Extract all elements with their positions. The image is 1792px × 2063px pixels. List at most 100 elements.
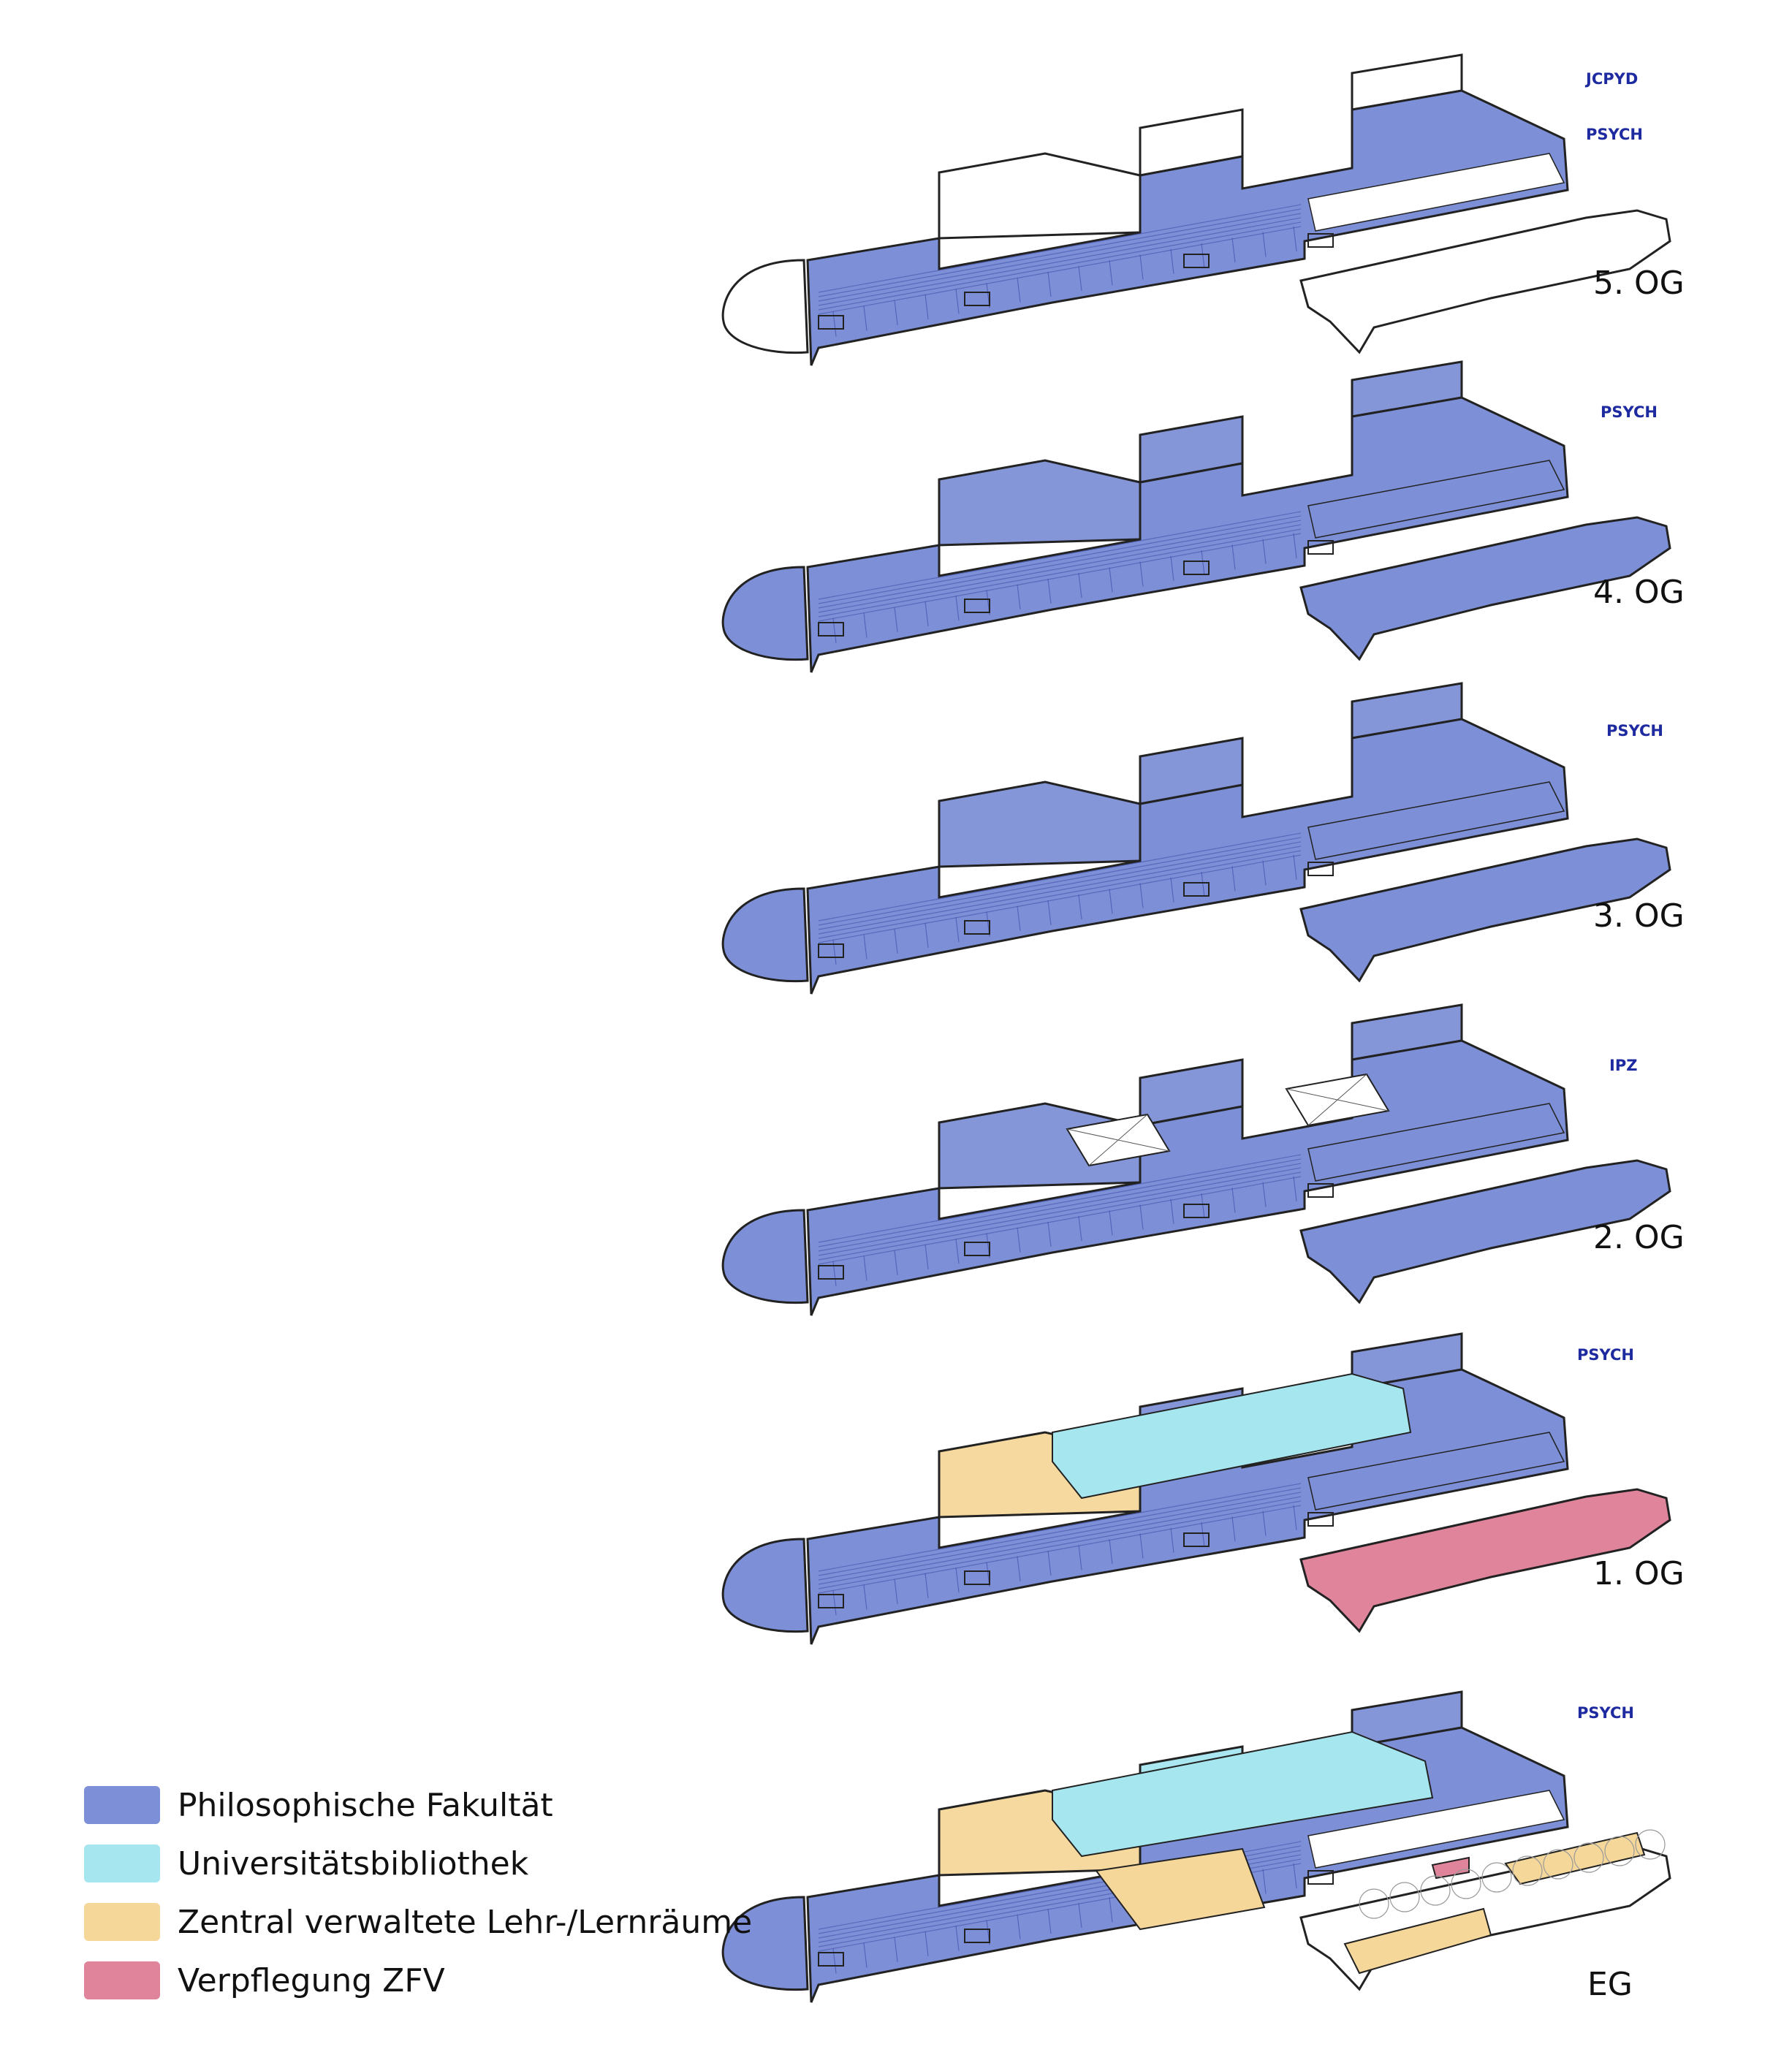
lecture-zone-east-eg <box>1343 1907 1492 1975</box>
room-divider-5-1518 <box>1109 260 1113 286</box>
room-divider-3-1518 <box>1109 889 1113 914</box>
room-divider-2-1644 <box>1201 1193 1205 1219</box>
skylight-x2-1 <box>1307 1074 1367 1126</box>
room-divider-0-1224 <box>894 1937 898 1962</box>
stair-1-0 <box>818 1594 844 1608</box>
room-divider-2-1476 <box>1078 1216 1082 1242</box>
corridor-line-2-5 <box>818 1176 1302 1265</box>
stair-0-3 <box>1307 1870 1334 1885</box>
floor-label-3og: 3. OG <box>1593 897 1685 935</box>
dept-tag-eg: PSYCH <box>1577 1704 1634 1722</box>
floor-label-4og: 4. OG <box>1593 574 1685 611</box>
tree-5 <box>1512 1855 1543 1886</box>
corridor-line-3-3 <box>818 846 1302 935</box>
stair-0-1 <box>964 1929 990 1943</box>
corridor-line-5-5 <box>818 226 1302 315</box>
room-divider-0-1182 <box>863 1942 867 1968</box>
room-divider-1-1308 <box>955 1568 960 1593</box>
atrium-1 <box>1307 1432 1565 1511</box>
corridor-line-2-4 <box>818 1171 1302 1261</box>
wing-5-0 <box>938 152 1142 240</box>
floor-label-5og: 5. OG <box>1593 265 1685 302</box>
stair-3-1 <box>964 920 990 935</box>
room-divider-1-1182 <box>863 1584 867 1610</box>
corridor-line-3-5 <box>818 854 1302 943</box>
tree-9 <box>1635 1829 1666 1860</box>
floor-1 <box>721 1332 1671 1645</box>
east-wing-1 <box>1299 1488 1671 1633</box>
corridor-line-5-1 <box>818 208 1302 297</box>
legend-label: Zentral verwaltete Lehr-/Lernräume <box>178 1903 753 1941</box>
main-band-4 <box>806 396 1569 673</box>
corridor-line-1-3 <box>818 1496 1302 1585</box>
room-divider-2-1728 <box>1262 1182 1267 1207</box>
wing-3-0 <box>938 780 1142 868</box>
corridor-line-2-1 <box>818 1158 1302 1247</box>
stair-1-2 <box>1183 1532 1210 1547</box>
room-divider-3-1686 <box>1231 866 1236 892</box>
legend: Philosophische Fakultät Universitätsbibl… <box>84 1776 752 2010</box>
atrium-0 <box>1307 1790 1565 1869</box>
stair-2-1 <box>964 1242 990 1256</box>
corridor-line-1-0 <box>818 1483 1302 1572</box>
stair-0-0 <box>818 1952 844 1967</box>
stair-4-2 <box>1183 561 1210 575</box>
room-divider-3-1476 <box>1078 894 1082 920</box>
room-divider-5-1308 <box>955 289 960 314</box>
legend-label: Verpflegung ZFV <box>178 1961 445 1999</box>
legend-item-lehr: Zentral verwaltete Lehr-/Lernräume <box>84 1893 752 1951</box>
room-divider-5-1266 <box>925 294 929 320</box>
stair-2-3 <box>1307 1183 1334 1198</box>
room-divider-5-1770 <box>1293 226 1297 251</box>
stair-2-0 <box>818 1265 844 1280</box>
room-divider-5-1476 <box>1078 266 1082 292</box>
room-divider-4-1644 <box>1201 550 1205 576</box>
tree-2 <box>1420 1875 1451 1906</box>
room-divider-1-1644 <box>1201 1521 1205 1548</box>
east-wing-2 <box>1299 1159 1671 1304</box>
room-divider-0-1770 <box>1293 1863 1297 1888</box>
corridor-line-4-1 <box>818 515 1302 604</box>
corridor-line-5-2 <box>818 213 1302 302</box>
lecture-zone-eg <box>1095 1847 1266 1931</box>
floor-label-2og: 2. OG <box>1593 1219 1685 1256</box>
corridor-line-5-3 <box>818 217 1302 306</box>
legend-swatch-bibliothek <box>84 1844 160 1882</box>
corridor-line-2-3 <box>818 1167 1302 1256</box>
stair-3-0 <box>818 943 844 958</box>
room-divider-4-1686 <box>1231 544 1236 570</box>
stair-3-3 <box>1307 862 1334 876</box>
tree-7 <box>1573 1842 1604 1873</box>
west-end-2 <box>721 1209 809 1304</box>
room-divider-4-1560 <box>1139 561 1144 587</box>
tree-6 <box>1543 1849 1573 1880</box>
atrium-5 <box>1307 153 1565 232</box>
tree-8 <box>1604 1836 1635 1866</box>
corridor-line-4-3 <box>818 524 1302 613</box>
skylight-x2-0 <box>1088 1114 1148 1166</box>
legend-label: Philosophische Fakultät <box>178 1786 553 1824</box>
room-divider-4-1434 <box>1047 578 1052 604</box>
dept-tag-2og: IPZ <box>1609 1057 1638 1074</box>
room-divider-1-1686 <box>1231 1516 1236 1542</box>
room-divider-3-1644 <box>1201 871 1205 897</box>
legend-swatch-philosophische <box>84 1786 160 1824</box>
east-wing-4 <box>1299 516 1671 661</box>
atrium-3 <box>1307 781 1565 860</box>
stair-4-3 <box>1307 540 1334 555</box>
corridor-line-4-5 <box>818 533 1302 622</box>
stair-4-1 <box>964 599 990 613</box>
room-divider-3-1266 <box>925 922 929 949</box>
corridor-line-2-2 <box>818 1163 1302 1252</box>
corridor-line-3-2 <box>818 841 1302 930</box>
room-divider-2-1560 <box>1139 1204 1144 1230</box>
corridor-line-1-4 <box>818 1500 1302 1589</box>
room-divider-2-1392 <box>1017 1227 1021 1253</box>
west-end-5 <box>721 259 809 354</box>
room-divider-2-1602 <box>1170 1198 1174 1224</box>
library-zone-1og <box>1052 1372 1412 1500</box>
room-divider-4-1728 <box>1262 539 1267 564</box>
room-divider-0-1434 <box>1047 1908 1052 1934</box>
corridor-line-1-5 <box>818 1505 1302 1594</box>
